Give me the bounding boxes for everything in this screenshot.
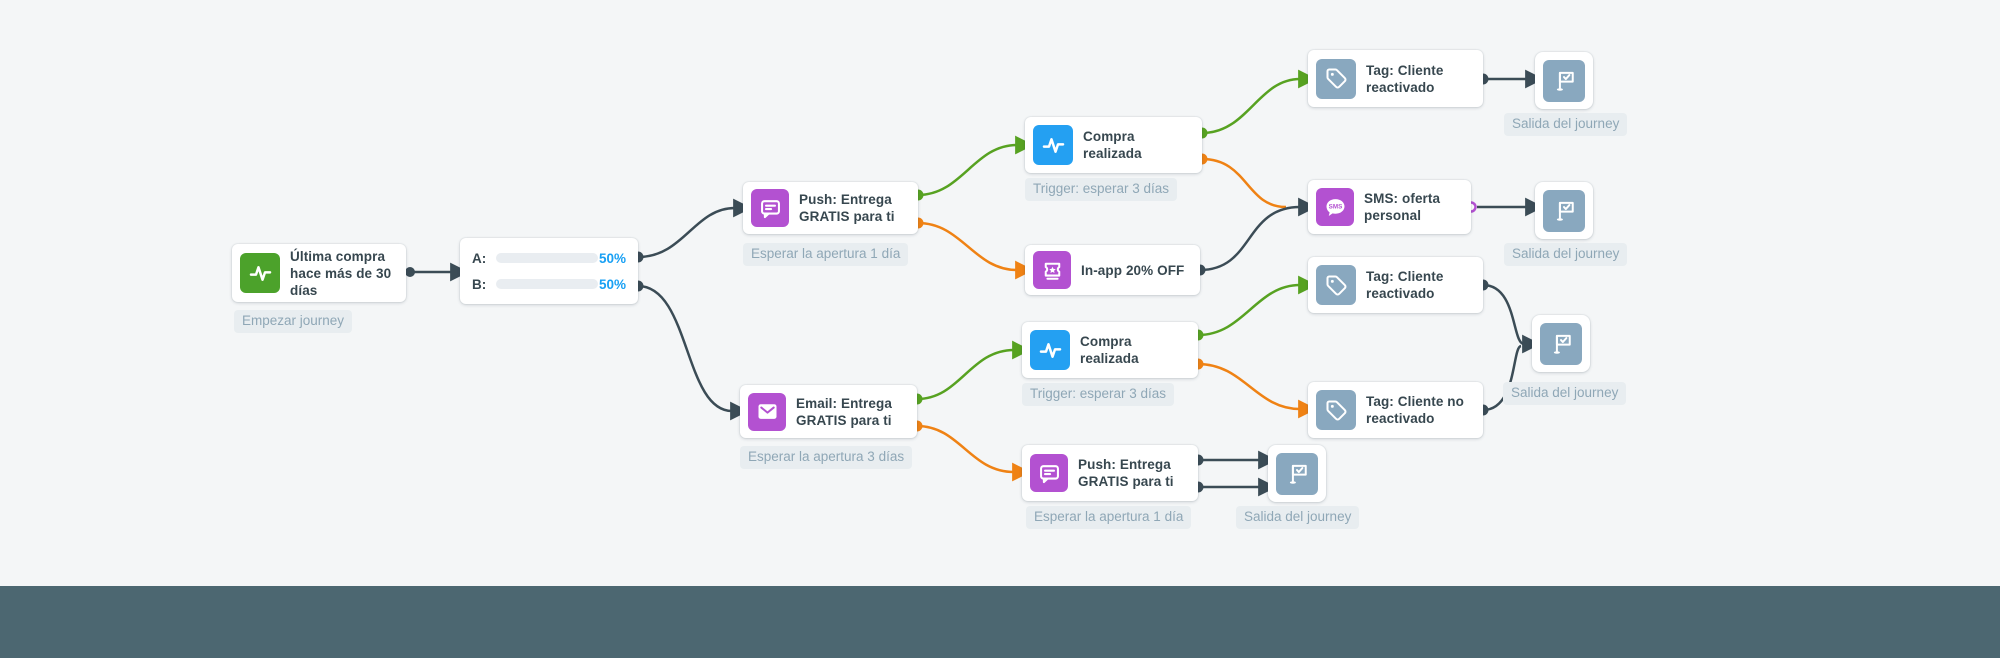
edge-tag2-to-exit3 bbox=[1482, 283, 1541, 354]
node-title: Última compra hace más de 30 días bbox=[290, 248, 392, 298]
exit-node-2[interactable] bbox=[1535, 182, 1593, 239]
tag-icon bbox=[1316, 58, 1356, 99]
node-title: Tag: Cliente reactivado bbox=[1366, 269, 1444, 301]
ab-split-node[interactable]: A: 50% B: 50% bbox=[460, 238, 638, 304]
purchase-node-2-caption: Trigger: esperar 3 días bbox=[1022, 383, 1175, 406]
canvas-footer-band bbox=[0, 586, 2000, 658]
ab-progress-track bbox=[496, 253, 598, 263]
exit-node-3-caption: Salida del journey bbox=[1503, 382, 1627, 405]
exit-node-4-caption: Salida del journey bbox=[1236, 506, 1360, 529]
start-node-caption: Empezar journey bbox=[234, 310, 353, 333]
edge-purchase2-yes-to-tag2 bbox=[1197, 275, 1317, 337]
ab-progress-track bbox=[496, 279, 598, 289]
push-node-1[interactable]: Push: Entrega GRATIS para ti bbox=[743, 182, 918, 234]
flag-icon bbox=[1276, 452, 1318, 495]
chat-bubble-icon bbox=[1030, 454, 1068, 492]
edge-purchase2-no-to-tagno bbox=[1197, 362, 1317, 419]
ab-percent-a: 50% bbox=[598, 250, 626, 266]
purchase-node-2[interactable]: Compra realizada bbox=[1022, 322, 1198, 378]
edge-push1-open-to-purchase1 bbox=[917, 135, 1034, 197]
envelope-icon bbox=[748, 392, 786, 431]
node-title: Compra realizada bbox=[1083, 129, 1142, 161]
node-title: In-app 20% OFF bbox=[1081, 262, 1185, 278]
node-title: Email: Entrega GRATIS para ti bbox=[796, 395, 892, 428]
tag-reactivated-node-2[interactable]: Tag: Cliente reactivado bbox=[1308, 257, 1483, 313]
purchase-node-1[interactable]: Compra realizada bbox=[1025, 117, 1202, 173]
activity-icon bbox=[240, 253, 280, 293]
tag-icon bbox=[1316, 265, 1356, 305]
inapp-node[interactable]: In-app 20% OFF bbox=[1025, 245, 1200, 295]
edge-purchase1-yes-to-tag1 bbox=[1201, 69, 1317, 135]
sms-node[interactable]: SMS SMS: oferta personal bbox=[1308, 180, 1471, 234]
edge-purchase1-no-to-sms bbox=[1201, 157, 1287, 209]
purchase-node-1-caption: Trigger: esperar 3 días bbox=[1025, 178, 1178, 201]
flag-icon bbox=[1540, 322, 1582, 365]
ab-percent-b: 50% bbox=[598, 276, 626, 292]
node-title: Push: Entrega GRATIS para ti bbox=[799, 192, 895, 224]
sms-bubble-icon: SMS bbox=[1316, 188, 1354, 226]
edge-push1-noopen-to-inapp bbox=[917, 221, 1034, 280]
flag-icon bbox=[1543, 59, 1585, 102]
edge-inapp-to-sms bbox=[1199, 197, 1317, 272]
exit-node-1[interactable] bbox=[1535, 52, 1593, 109]
node-title: Tag: Cliente no reactivado bbox=[1366, 394, 1464, 426]
push-node-2[interactable]: Push: Entrega GRATIS para ti bbox=[1022, 445, 1198, 501]
start-node[interactable]: Última compra hace más de 30 días bbox=[232, 244, 406, 302]
edge-email-open-to-purchase2 bbox=[916, 340, 1031, 401]
chat-bubble-icon bbox=[751, 189, 789, 227]
node-title: Push: Entrega GRATIS para ti bbox=[1078, 457, 1174, 489]
email-node-caption: Esperar la apertura 3 días bbox=[740, 446, 913, 469]
email-node[interactable]: Email: Entrega GRATIS para ti bbox=[740, 385, 917, 438]
exit-node-4[interactable] bbox=[1268, 445, 1326, 502]
ab-label-a: A: bbox=[472, 250, 487, 266]
port-start-out[interactable] bbox=[405, 267, 415, 277]
ab-row-b: B: 50% bbox=[472, 274, 626, 294]
ab-row-a: A: 50% bbox=[472, 248, 626, 268]
ticket-icon bbox=[1033, 251, 1071, 289]
activity-icon bbox=[1030, 330, 1070, 370]
tag-reactivated-node-1[interactable]: Tag: Cliente reactivado bbox=[1308, 50, 1483, 107]
exit-node-2-caption: Salida del journey bbox=[1504, 243, 1628, 266]
edge-a-to-push1 bbox=[637, 198, 752, 259]
exit-node-3[interactable] bbox=[1532, 315, 1590, 372]
edge-email-noopen-to-push2 bbox=[916, 424, 1031, 482]
push-node-1-caption: Esperar la apertura 1 día bbox=[743, 243, 909, 266]
activity-icon bbox=[1033, 125, 1073, 165]
exit-node-1-caption: Salida del journey bbox=[1504, 113, 1628, 136]
node-title: SMS: oferta personal bbox=[1364, 191, 1441, 223]
node-title: Tag: Cliente reactivado bbox=[1366, 62, 1444, 95]
push-node-2-caption: Esperar la apertura 1 día bbox=[1026, 506, 1192, 529]
tag-icon bbox=[1316, 390, 1356, 430]
tag-not-reactivated-node[interactable]: Tag: Cliente no reactivado bbox=[1308, 382, 1483, 438]
edge-tagno-to-exit3 bbox=[1482, 344, 1522, 412]
sms-badge-text: SMS bbox=[1328, 203, 1342, 210]
flag-icon bbox=[1543, 189, 1585, 232]
ab-label-b: B: bbox=[472, 276, 487, 292]
edge-b-to-email bbox=[637, 284, 749, 421]
node-title: Compra realizada bbox=[1080, 334, 1139, 366]
